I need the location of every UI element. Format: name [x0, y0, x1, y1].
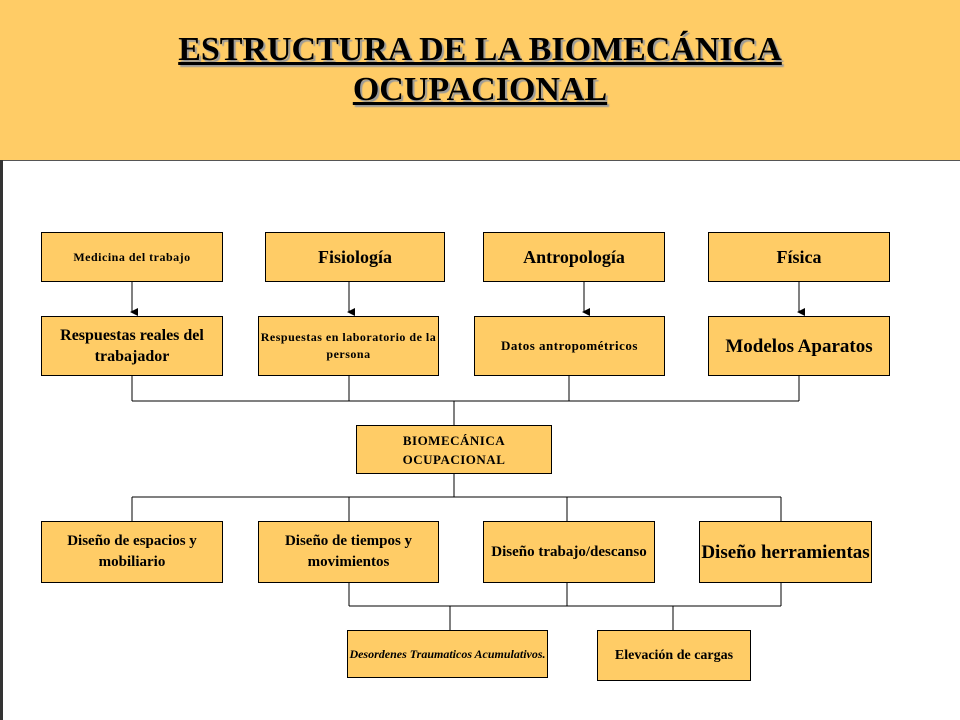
box-diseno-herramientas: Diseño herramientas [699, 521, 872, 583]
box-label: Respuestas reales del trabajador [60, 327, 204, 365]
box-label: Desordenes Traumaticos Acumulativos. [349, 647, 546, 661]
title-banner: ESTRUCTURA DE LA BIOMECÁNICA OCUPACIONAL [0, 0, 960, 161]
box-antropologia: Antropología [483, 232, 665, 282]
box-diseno-espacios: Diseño de espacios y mobiliario [41, 521, 223, 583]
box-label: Diseño de tiempos y movimientos [284, 533, 413, 570]
page-title: ESTRUCTURA DE LA BIOMECÁNICA OCUPACIONAL [0, 30, 960, 110]
box-label: Diseño de espacios y mobiliario [67, 533, 197, 570]
box-label: Medicina del trabajo [73, 249, 191, 264]
box-biomecanica-ocupacional: BIOMECÁNICA OCUPACIONAL [356, 425, 552, 474]
box-label: Antropología [523, 247, 625, 267]
box-diseno-tiempos: Diseño de tiempos y movimientos [258, 521, 439, 583]
box-datos-antropometricos: Datos antropométricos [474, 316, 665, 376]
box-desordenes-traumaticos: Desordenes Traumaticos Acumulativos. [347, 630, 548, 678]
box-respuestas-reales: Respuestas reales del trabajador [41, 316, 223, 376]
box-fisiologia: Fisiología [265, 232, 445, 282]
box-medicina-del-trabajo: Medicina del trabajo [41, 232, 223, 282]
box-label: Modelos Aparatos [725, 335, 873, 357]
box-diseno-trabajo-descanso: Diseño trabajo/descanso [483, 521, 655, 583]
box-label: Datos antropométricos [501, 338, 638, 353]
box-fisica: Física [708, 232, 890, 282]
title-line-1: ESTRUCTURA DE LA BIOMECÁNICA [178, 31, 782, 68]
box-elevacion-de-cargas: Elevación de cargas [597, 630, 751, 681]
box-label: Diseño herramientas [701, 541, 870, 563]
box-label: Física [776, 247, 822, 267]
box-label: Elevación de cargas [614, 647, 734, 663]
box-respuestas-laboratorio: Respuestas en laboratorio de la persona [258, 316, 439, 376]
box-label: Respuestas en laboratorio de la persona [260, 330, 437, 361]
box-label: BIOMECÁNICA OCUPACIONAL [402, 432, 506, 467]
box-label: Diseño trabajo/descanso [491, 543, 647, 560]
slide-border [0, 160, 3, 720]
title-line-2: OCUPACIONAL [352, 71, 608, 108]
box-modelos-aparatos: Modelos Aparatos [708, 316, 890, 376]
box-label: Fisiología [317, 247, 392, 267]
